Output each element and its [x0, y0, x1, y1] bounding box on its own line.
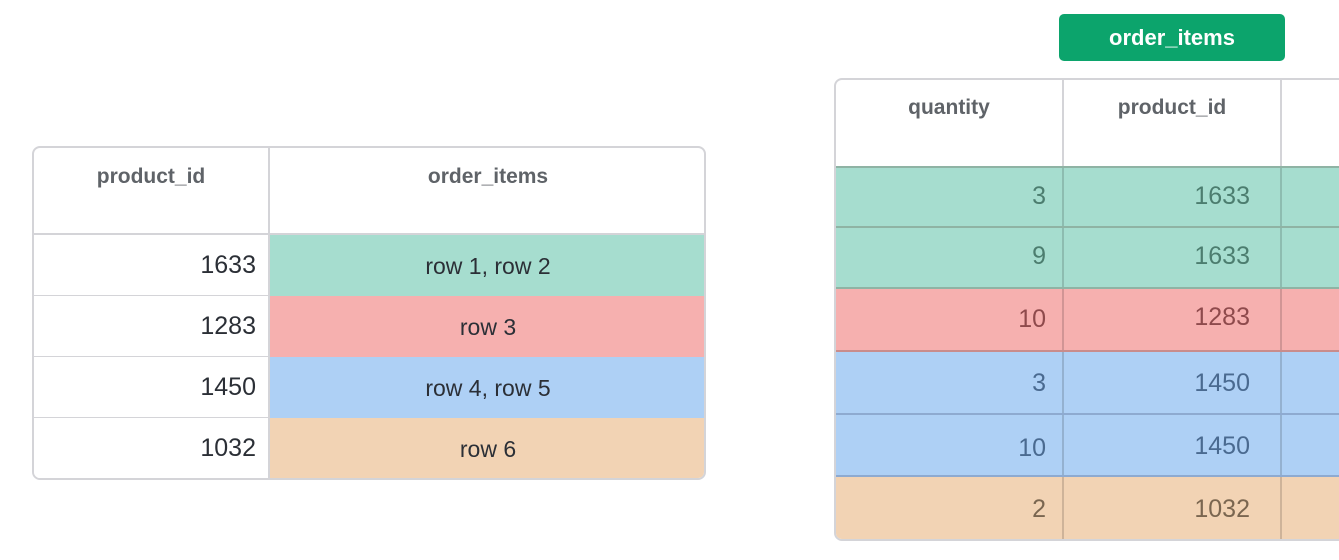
product-id-cell: 1633: [34, 235, 268, 297]
product-id-cell: 1450: [1062, 352, 1280, 415]
order-items-cell: row 6: [268, 418, 704, 478]
product-id-cell: 1633: [1062, 228, 1280, 289]
product-id-cell: 1283: [34, 296, 268, 358]
order-items-table-title: order_items: [1059, 14, 1285, 61]
product-id-cell: 1450: [1062, 415, 1280, 477]
column-header-quantity: quantity: [908, 96, 990, 119]
quantity-cell: 9: [1032, 242, 1046, 270]
product-id-cell: 1450: [34, 357, 268, 419]
product-id-cell: 1283: [1062, 289, 1280, 352]
table-row: 1283 row 3: [34, 296, 704, 358]
order-items-cell: row 1, row 2: [268, 235, 704, 297]
order-items-cell: row 3: [268, 296, 704, 358]
product-id-cell: 1633: [1062, 168, 1280, 228]
product-id-cell: 1032: [1062, 477, 1280, 539]
table-row: 10 1450: [836, 415, 1339, 477]
column-header-truncated: [1280, 80, 1339, 166]
product-index-table: product_id order_items 1633 row 1, row 2…: [32, 146, 706, 480]
row-divider: [836, 287, 1339, 289]
truncated-cell: [1280, 168, 1339, 228]
truncated-cell: [1280, 477, 1339, 539]
quantity-cell: 3: [1032, 182, 1046, 210]
column-header-order-items: order_items: [268, 148, 704, 234]
truncated-cell: [1280, 352, 1339, 415]
truncated-cell: [1280, 415, 1339, 477]
table-row: 9 1633: [836, 228, 1339, 289]
row-divider: [836, 226, 1339, 228]
table-row: 1633 row 1, row 2: [34, 235, 704, 297]
quantity-cell: 10: [1018, 434, 1046, 462]
header-divider: [836, 166, 1339, 168]
row-divider: [836, 475, 1339, 477]
column-header-product-id: product_id: [96, 165, 206, 188]
order-items-table: quantity product_id 3 1633 9 1633 10 128…: [834, 78, 1339, 541]
row-divider: [836, 350, 1339, 352]
quantity-cell: 2: [1032, 495, 1046, 523]
header-divider: [34, 233, 704, 235]
table-row: 3 1450: [836, 352, 1339, 415]
table-row: 1032 row 6: [34, 418, 704, 478]
order-items-cell: row 4, row 5: [268, 357, 704, 419]
product-id-cell: 1032: [34, 418, 268, 478]
table-row: 3 1633: [836, 168, 1339, 228]
quantity-cell: 3: [1032, 369, 1046, 397]
row-divider: [836, 413, 1339, 415]
table-row: 10 1283: [836, 289, 1339, 352]
truncated-cell: [1280, 228, 1339, 289]
table-row: 2 1032: [836, 477, 1339, 539]
column-header-product-id: product_id: [1062, 80, 1280, 166]
table-row: 1450 row 4, row 5: [34, 357, 704, 419]
quantity-cell: 10: [1018, 305, 1046, 333]
truncated-cell: [1280, 289, 1339, 352]
